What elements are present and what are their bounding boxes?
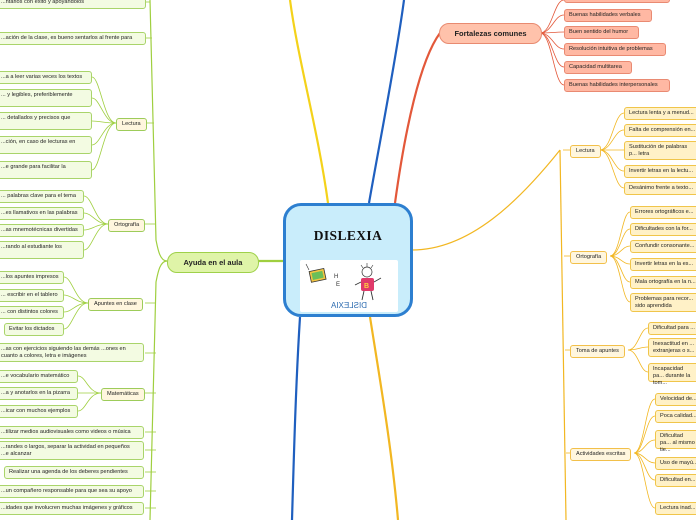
topic-item[interactable]: ...idades que involucren muchas imágenes…: [0, 502, 144, 515]
topic-item[interactable]: ...ción, en caso de lecturas en: [0, 136, 92, 154]
topic-item[interactable]: ...ntarios con éxito y apoyándolos: [0, 0, 146, 9]
topic-item[interactable]: ... y legibles, preferiblemente: [0, 89, 92, 107]
dificultad-item[interactable]: Mala ortografía en la n...: [630, 276, 696, 289]
topic-item[interactable]: ...e vocabulario matemático: [0, 370, 78, 383]
category-actividades-escritas[interactable]: Actividades escritas: [570, 448, 632, 461]
dificultad-item[interactable]: Desánimo frente a texto...: [624, 182, 696, 195]
topic-item[interactable]: ... escribir en el tablero: [0, 289, 64, 302]
svg-text:E: E: [336, 282, 340, 288]
ayuda-en-el-aula-node[interactable]: Ayuda en el aula: [167, 252, 259, 273]
topic-item[interactable]: ...los apuntes impresos: [0, 271, 64, 284]
topic-item[interactable]: ...icar con muchos ejemplos: [0, 405, 78, 418]
dificultad-item[interactable]: Dificultad para ...: [648, 322, 696, 335]
svg-text:B: B: [364, 283, 369, 290]
topic-item[interactable]: ... detallados y precisos que: [0, 112, 92, 130]
fortaleza-item[interactable]: Buenas habilidades verbales: [564, 9, 652, 22]
topic-item[interactable]: ...es llamativos en las palabras: [0, 207, 84, 220]
dificultad-item[interactable]: Lectura inad...: [655, 502, 696, 515]
central-topic-title: DISLEXIA: [313, 228, 383, 243]
dificultad-item[interactable]: Confundir consonante...: [630, 240, 696, 253]
topic-item[interactable]: ...as mnemotécnicas divertidas: [0, 224, 84, 237]
topic-item[interactable]: ... palabras clave para el tema: [0, 190, 84, 203]
dificultad-item[interactable]: Falta de comprensión en...: [624, 124, 696, 137]
dificultad-item[interactable]: Dificultades con la for...: [630, 223, 696, 236]
topic-item[interactable]: ...as con ejercicios siguiendo las demás…: [0, 343, 144, 362]
topic-item[interactable]: ...a a leer varias veces los textos: [0, 71, 92, 84]
dyslexia-illustration: H E B DISLEXIA: [300, 260, 398, 312]
dificultad-item[interactable]: Invertir letras en la es...: [630, 258, 696, 271]
svg-text:DISLEXIA: DISLEXIA: [330, 301, 367, 310]
dificultad-item[interactable]: Problemas para recor... sido aprendida: [630, 293, 696, 312]
topic-item[interactable]: Realizar una agenda de los deberes pendi…: [4, 466, 144, 479]
topic-item[interactable]: ...un compañero responsable para que sea…: [0, 485, 144, 498]
dificultad-item[interactable]: Incapacidad pa... durante la tom...: [648, 363, 696, 386]
dificultad-item[interactable]: Velocidad de...: [655, 393, 696, 406]
fortaleza-item[interactable]: Resolución intuitiva de problemas: [564, 43, 666, 56]
dificultad-item[interactable]: Lectura lenta y a menud...: [624, 107, 696, 120]
dificultad-item[interactable]: Errores ortográficos e...: [630, 206, 696, 219]
category-ortografia-right[interactable]: Ortografía: [570, 251, 608, 264]
topic-item[interactable]: ...rando al estudiante los: [0, 241, 84, 259]
fortalezas-comunes-node[interactable]: Fortalezas comunes: [439, 23, 542, 44]
dificultad-item[interactable]: Invertir letras en la lectu...: [624, 165, 696, 178]
topic-item[interactable]: ...randes o largos, separar la actividad…: [0, 441, 144, 460]
category-toma-de-apuntes[interactable]: Toma de apuntes: [570, 345, 625, 358]
category-apuntes-left[interactable]: Apuntes en clase: [88, 298, 143, 311]
category-ortografia-left[interactable]: Ortografía: [108, 219, 146, 232]
topic-item[interactable]: ...a y anotarlos en la pizarra: [0, 387, 78, 400]
fortaleza-item[interactable]: Capacidad multitarea: [564, 61, 632, 74]
topic-item[interactable]: Evitar los dictados: [4, 323, 64, 336]
dificultad-item[interactable]: Dificultad en...: [655, 474, 696, 487]
dificultad-item[interactable]: Poca calidad...: [655, 410, 696, 423]
dificultad-item[interactable]: Dificultad pa... al mismo tie...: [655, 430, 696, 453]
central-topic-node[interactable]: DISLEXIA H E B DISLEXIA: [283, 203, 413, 317]
dificultad-item[interactable]: Sustitución de palabras p... letra: [624, 141, 696, 160]
fortaleza-item[interactable]: Buenas habilidades interpersonales: [564, 79, 670, 92]
fortaleza-item[interactable]: Buen sentido del humor: [564, 26, 639, 39]
category-matematicas-left[interactable]: Matemáticas: [101, 388, 145, 401]
dificultad-item[interactable]: Uso de mayú...: [655, 457, 696, 470]
dificultad-item[interactable]: Inexactitud en ... extranjeras o s...: [648, 338, 696, 357]
category-lectura-right[interactable]: Lectura: [570, 145, 601, 158]
category-lectura-left[interactable]: Lectura: [116, 118, 147, 131]
svg-text:H: H: [334, 274, 338, 280]
topic-item[interactable]: ...e grande para facilitar la: [0, 161, 92, 179]
topic-item[interactable]: ...ación de la clase, es bueno sentarlos…: [0, 32, 146, 45]
topic-item[interactable]: ...tilizar medios audiovisuales como vid…: [0, 426, 144, 439]
topic-item[interactable]: ... con distintos colores: [0, 306, 64, 319]
fortaleza-item-partial[interactable]: [564, 0, 670, 3]
